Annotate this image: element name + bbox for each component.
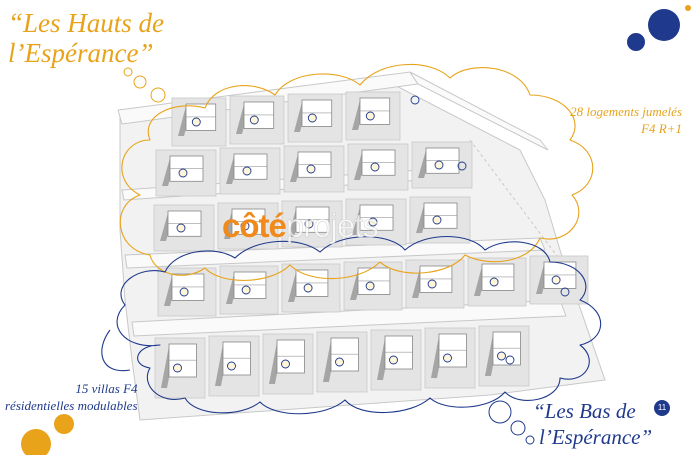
circle-marker-icon bbox=[240, 221, 250, 231]
road-east bbox=[409, 71, 549, 151]
circle-marker-icon bbox=[410, 95, 420, 105]
bubble-trail-hauts bbox=[123, 67, 133, 77]
house-row-2 bbox=[155, 141, 473, 197]
house-row-5 bbox=[154, 325, 530, 399]
circle-marker-icon bbox=[560, 287, 570, 297]
circle-marker-icon bbox=[176, 223, 186, 233]
circle-marker-icon bbox=[178, 168, 188, 178]
circle-marker-icon bbox=[365, 281, 375, 291]
circle-marker-icon bbox=[497, 351, 506, 361]
circle-marker-icon bbox=[368, 217, 378, 227]
circle-marker-icon bbox=[389, 355, 398, 365]
title-hauts: “Les Hauts de l’Espérance” bbox=[8, 8, 164, 68]
circle-marker-icon bbox=[306, 164, 316, 174]
circle-marker-icon bbox=[179, 287, 189, 297]
house-row-3 bbox=[153, 196, 471, 252]
circle-marker-icon bbox=[249, 115, 259, 125]
watermark-part1: côté bbox=[222, 207, 287, 244]
circle-marker-icon bbox=[304, 219, 314, 229]
bubble-trail-hauts bbox=[133, 75, 147, 89]
parking-line bbox=[469, 139, 561, 261]
circle-marker-icon bbox=[370, 162, 380, 172]
circle-marker-icon bbox=[335, 357, 344, 367]
circle-marker-icon bbox=[191, 117, 201, 127]
watermark-logo: côtéprojets bbox=[222, 207, 380, 245]
cloud-outline-hauts bbox=[119, 63, 594, 281]
decor-circle-small bbox=[627, 33, 645, 51]
circle-marker-icon bbox=[242, 166, 252, 176]
circles-decor-icon bbox=[21, 414, 74, 459]
circle-marker-icon bbox=[227, 361, 236, 371]
bubble-trail-bas bbox=[488, 400, 512, 424]
circles-decor-icon bbox=[627, 5, 691, 51]
description-logements-jumeles: 28 logements jumelés F4 R+1 bbox=[570, 103, 682, 137]
circle-marker-icon bbox=[307, 113, 317, 123]
circle-marker-icon bbox=[443, 353, 452, 363]
description-right-line2: F4 R+1 bbox=[641, 121, 682, 136]
decor-dot bbox=[685, 5, 691, 11]
circle-marker-icon bbox=[432, 215, 442, 225]
description-left-line2: résidentielles modulables bbox=[5, 398, 138, 413]
description-left-line1: 15 villas F4 bbox=[75, 381, 138, 396]
title-bas-line1: “Les Bas de bbox=[533, 399, 636, 423]
bubble-trail-hauts bbox=[150, 87, 166, 103]
title-hauts-line1: “Les Hauts de bbox=[8, 8, 165, 38]
page-number-badge: 11 bbox=[654, 400, 670, 416]
decor-circle-small bbox=[54, 414, 74, 434]
circle-marker-icon bbox=[173, 363, 182, 373]
bubble-trail-bas bbox=[525, 435, 535, 445]
circle-marker-icon bbox=[457, 161, 467, 171]
title-bas: “Les Bas de l’Espérance” bbox=[533, 398, 652, 450]
circle-marker-icon bbox=[241, 285, 251, 295]
description-right-line1: 28 logements jumelés bbox=[570, 104, 682, 119]
watermark-part2: projets bbox=[285, 207, 380, 245]
bubble-trail-bas bbox=[510, 420, 526, 436]
circle-marker-icon bbox=[365, 111, 375, 121]
decor-circle-large bbox=[648, 9, 680, 41]
circle-marker-icon bbox=[281, 359, 290, 369]
cloud-outline-bas bbox=[116, 235, 602, 415]
cloud-tail-left bbox=[101, 329, 131, 372]
decor-circle-large bbox=[21, 429, 51, 459]
circle-marker-icon bbox=[551, 275, 561, 285]
circle-marker-icon bbox=[505, 355, 515, 365]
circle-marker-icon bbox=[489, 277, 499, 287]
circle-marker-icon bbox=[427, 279, 437, 289]
circle-marker-icon bbox=[434, 160, 444, 170]
title-hauts-line2: l’Espérance” bbox=[8, 38, 154, 68]
title-bas-line2: l’Espérance” bbox=[539, 425, 653, 449]
circle-marker-icon bbox=[303, 283, 313, 293]
description-villas: 15 villas F4 résidentielles modulables bbox=[5, 380, 138, 414]
